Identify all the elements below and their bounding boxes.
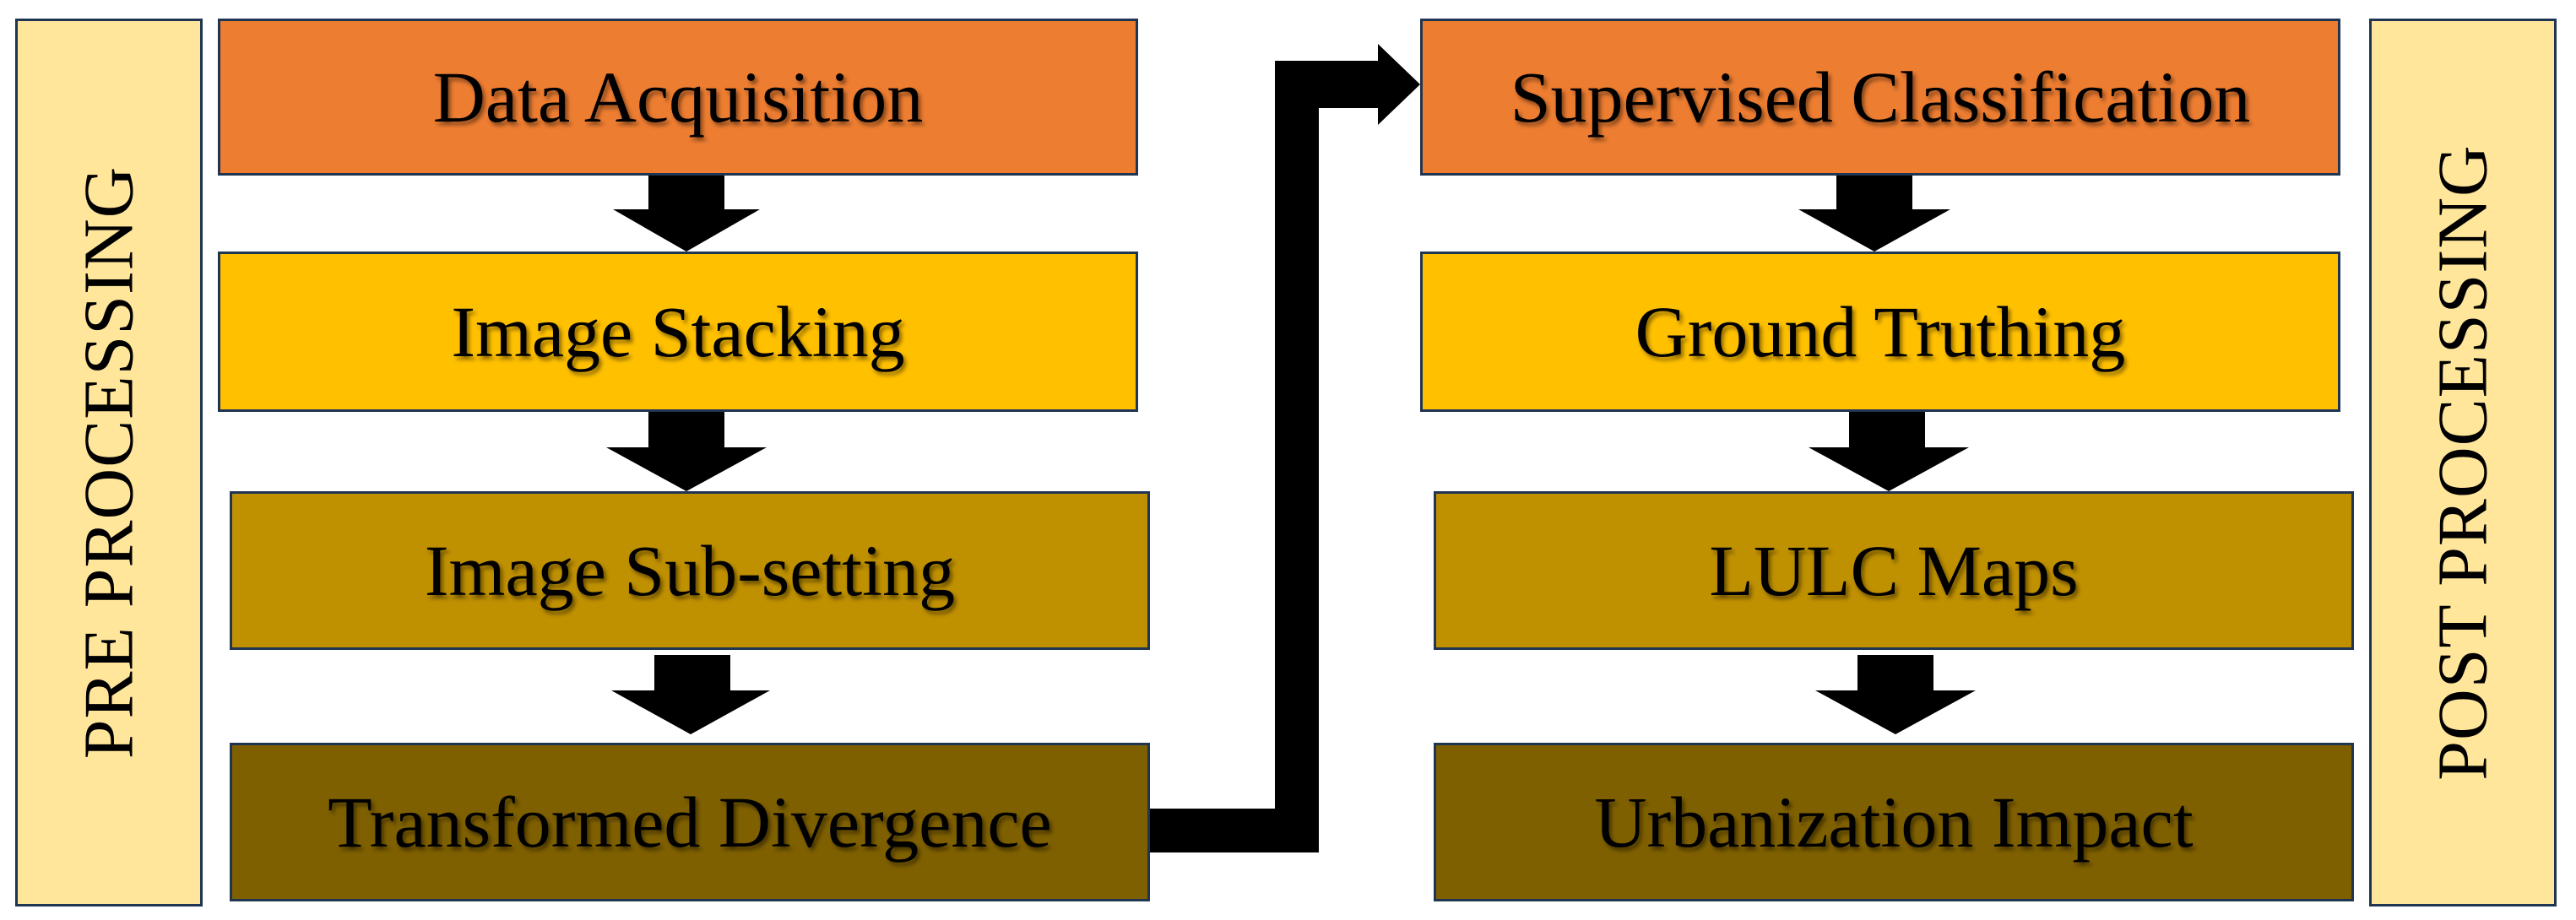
step-label: Data Acquisition bbox=[432, 57, 924, 138]
step-label: Image Sub-setting bbox=[424, 530, 956, 611]
arrow-down-icon bbox=[1815, 655, 1976, 734]
arrow-down-icon bbox=[1798, 176, 1950, 252]
post-processing-panel: POST PROCESSING bbox=[2369, 19, 2557, 906]
step-lulc-maps: LULC Maps bbox=[1434, 491, 2354, 650]
step-label: Transformed Divergence bbox=[328, 782, 1052, 863]
arrow-down-icon bbox=[613, 176, 760, 252]
step-label: Ground Truthing bbox=[1635, 291, 2126, 372]
step-urbanization-impact: Urbanization Impact bbox=[1434, 743, 2354, 901]
arrow-down-icon bbox=[611, 655, 770, 734]
step-image-stacking: Image Stacking bbox=[218, 252, 1138, 412]
connector-arrow-icon bbox=[1150, 44, 1420, 852]
step-label: Supervised Classification bbox=[1510, 57, 2251, 138]
step-transformed-divergence: Transformed Divergence bbox=[230, 743, 1150, 901]
step-label: Urbanization Impact bbox=[1594, 782, 2194, 863]
arrow-down-icon bbox=[606, 412, 767, 491]
arrow-down-icon bbox=[1809, 412, 1969, 491]
step-label: LULC Maps bbox=[1709, 530, 2079, 611]
step-ground-truthing: Ground Truthing bbox=[1420, 252, 2340, 412]
step-image-sub-setting: Image Sub-setting bbox=[230, 491, 1150, 650]
step-label: Image Stacking bbox=[451, 291, 905, 372]
step-data-acquisition: Data Acquisition bbox=[218, 19, 1138, 176]
step-supervised-classification: Supervised Classification bbox=[1420, 19, 2340, 176]
pre-processing-panel: PRE PROCESSING bbox=[15, 19, 203, 906]
